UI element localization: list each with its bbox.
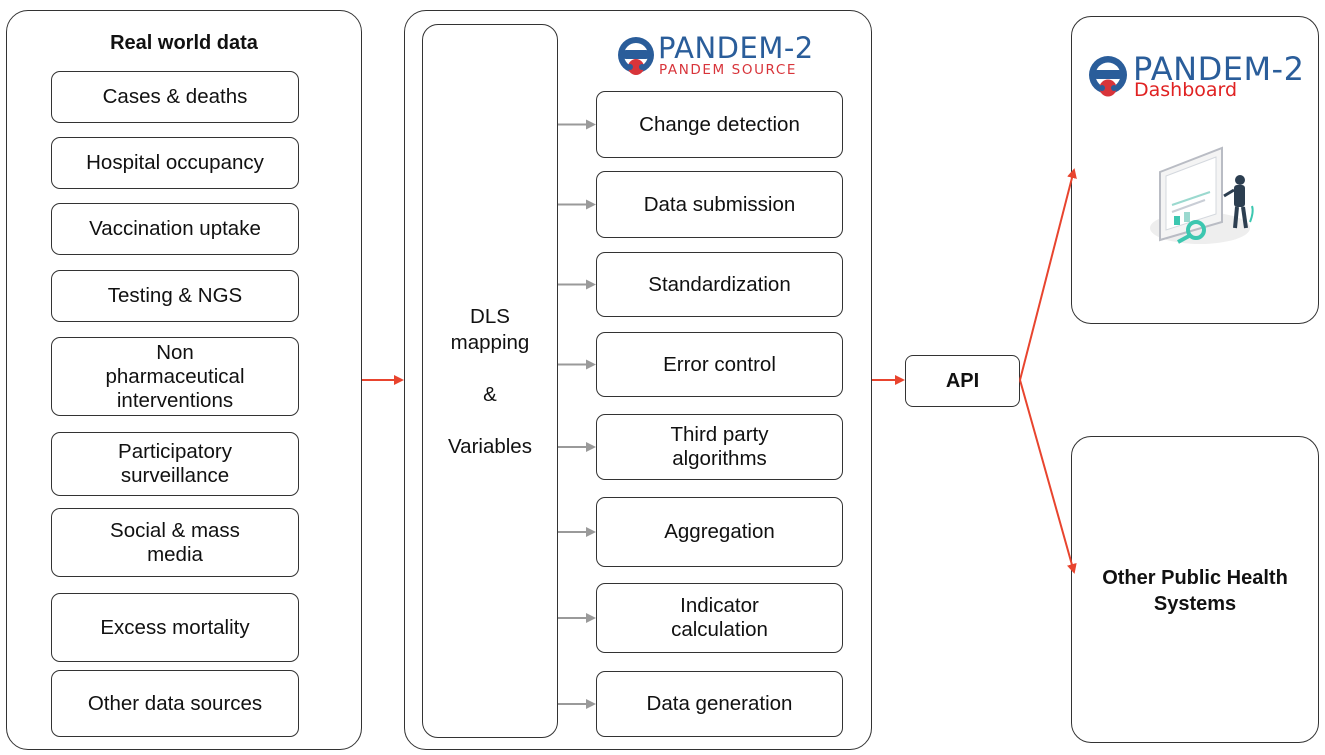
processing-step-label: Standardization <box>648 272 791 296</box>
processing-step-box: Data submission <box>596 171 843 238</box>
processing-step-box: Indicator calculation <box>596 583 843 653</box>
other-systems-label: Other Public Health Systems <box>1071 565 1319 617</box>
processing-step-box: Third party algorithms <box>596 414 843 480</box>
real-world-data-item: Vaccination uptake <box>51 203 299 255</box>
real-world-data-item-label: Cases & deaths <box>102 85 248 108</box>
dls-mapping-line <box>422 356 558 382</box>
real-world-data-item-label: Hospital occupancy <box>86 151 264 174</box>
dls-mapping-column <box>422 24 558 738</box>
api-label: API <box>945 369 980 392</box>
real-world-data-item-label: Testing & NGS <box>107 284 243 307</box>
arrow-api-to-other-systems <box>1019 379 1077 574</box>
real-world-data-item: Other data sources <box>51 670 299 737</box>
processing-step-label: Data generation <box>646 692 793 715</box>
dls-mapping-line: mapping <box>450 331 530 354</box>
processing-step-box: Aggregation <box>596 497 843 567</box>
real-world-data-item: Cases & deaths <box>51 71 299 123</box>
other-systems-text: Other Public Health Systems <box>1102 567 1288 615</box>
dashboard-logo-name: PANDEM-2 <box>1133 50 1305 88</box>
real-world-data-item-label: Social & mass media <box>110 518 240 566</box>
real-world-data-item-label: Other data sources <box>87 691 263 715</box>
real-world-data-item: Non pharmaceutical interventions <box>51 337 299 416</box>
dls-mapping-line <box>422 408 558 434</box>
real-world-data-item-label: Participatory surveillance <box>118 440 232 487</box>
dls-mapping-line: Variables <box>448 435 532 458</box>
pandem-source-logo-subtitle: PANDEM SOURCE <box>659 62 798 78</box>
dls-mapping-line: DLS <box>470 305 510 328</box>
api-box: API <box>905 355 1020 407</box>
real-world-data-item-label: Vaccination uptake <box>89 217 261 240</box>
processing-step-box: Standardization <box>596 252 843 317</box>
processing-step-label: Indicator calculation <box>671 594 768 641</box>
processing-step-label: Data submission <box>643 192 796 216</box>
dls-mapping-line: & <box>483 383 497 406</box>
pandem-source-logo-name: PANDEM-2 <box>658 31 814 65</box>
processing-step-box: Error control <box>596 332 843 397</box>
real-world-data-item: Participatory surveillance <box>51 432 299 496</box>
dashboard-logo-subtitle: Dashboard <box>1134 79 1238 101</box>
dls-mapping-label: DLS mapping & Variables <box>422 304 558 460</box>
real-world-data-item: Hospital occupancy <box>51 137 299 189</box>
arrow-api-to-dashboard <box>1019 168 1077 381</box>
real-world-data-item: Social & mass media <box>51 508 299 577</box>
other-systems-panel <box>1071 436 1319 743</box>
processing-step-box: Data generation <box>596 671 843 737</box>
real-world-data-item: Testing & NGS <box>51 270 299 322</box>
real-world-data-title: Real world data <box>110 32 258 54</box>
processing-step-label: Aggregation <box>664 520 775 543</box>
processing-step-label: Change detection <box>639 112 800 136</box>
real-world-data-item-label: Non pharmaceutical interventions <box>105 340 245 412</box>
processing-step-box: Change detection <box>596 91 843 158</box>
real-world-data-item: Excess mortality <box>51 593 299 662</box>
processing-step-label: Error control <box>663 352 776 376</box>
processing-step-label: Third party algorithms <box>670 423 769 470</box>
real-world-data-item-label: Excess mortality <box>100 615 250 639</box>
